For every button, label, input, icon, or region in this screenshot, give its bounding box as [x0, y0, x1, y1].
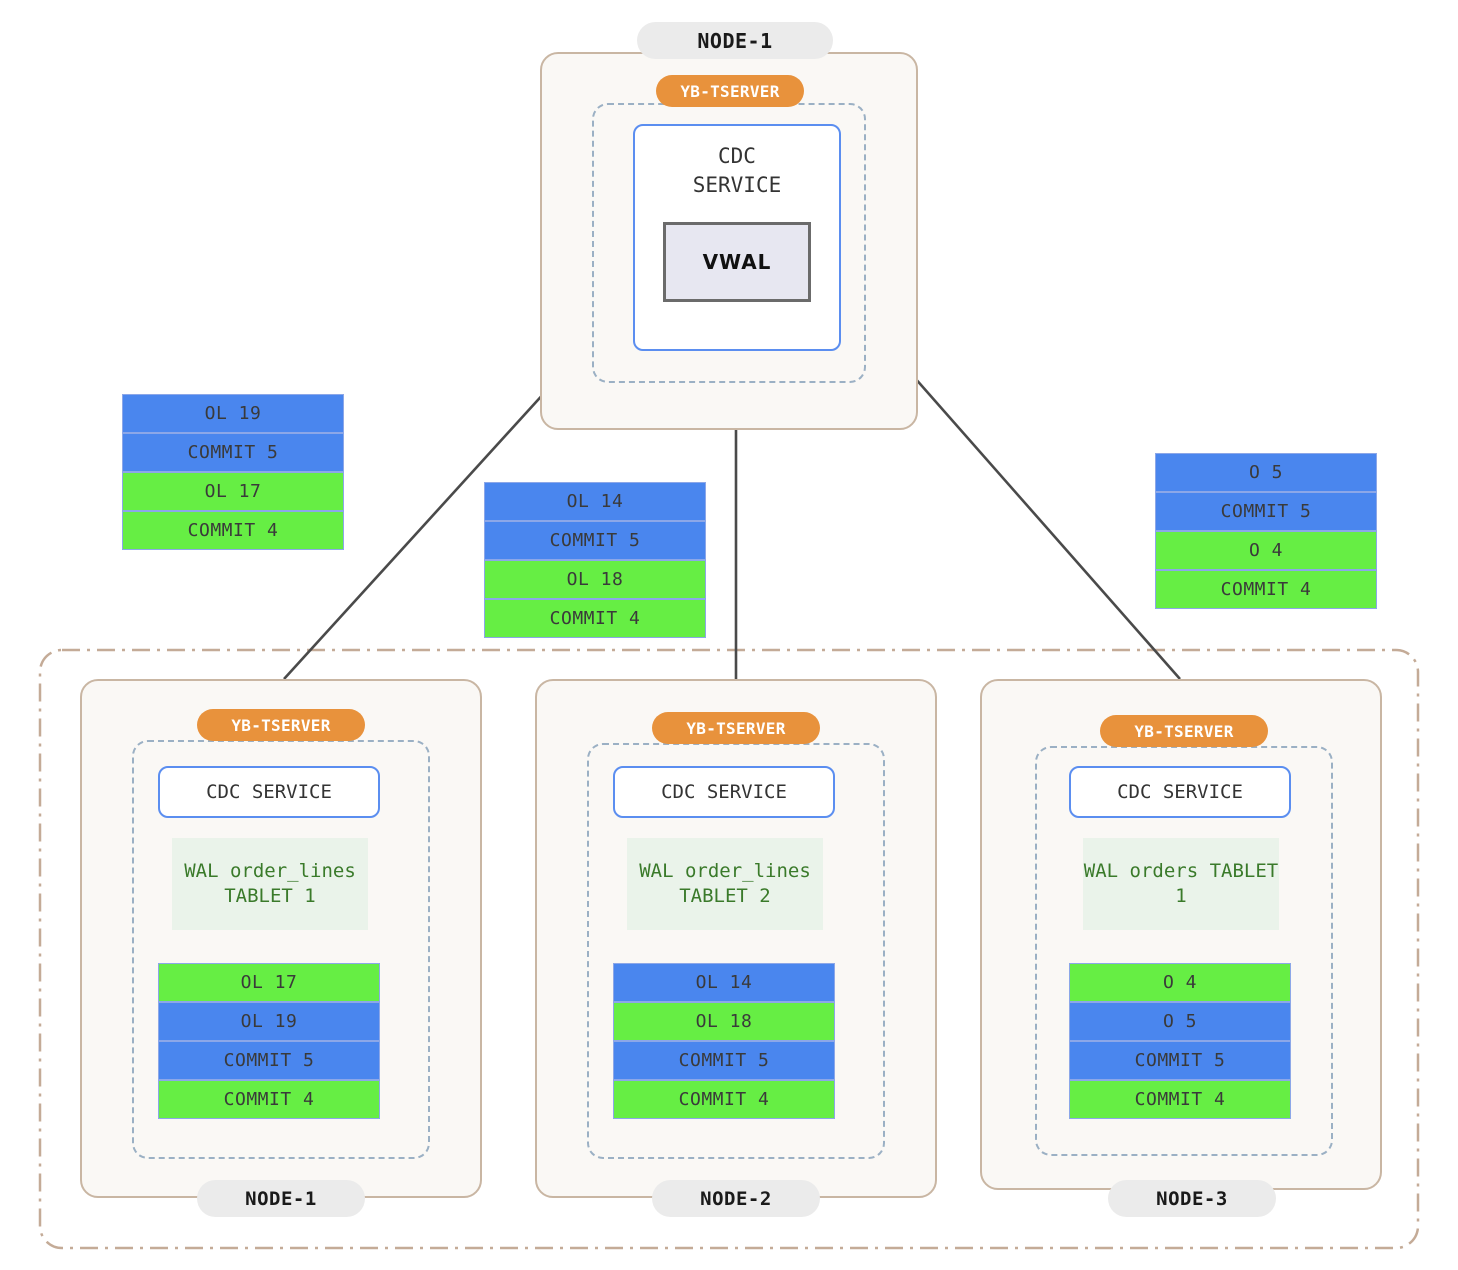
record-block: O 4: [1069, 963, 1291, 1002]
bottom-cdc-service-box-3: CDC SERVICE: [1069, 766, 1291, 818]
cluster-dashdot-outline: [38, 648, 1420, 1250]
record-block: O 4: [1155, 531, 1377, 570]
record-block: COMMIT 5: [122, 433, 344, 472]
record-block: COMMIT 4: [1155, 570, 1377, 609]
record-block: COMMIT 4: [1069, 1080, 1291, 1119]
bottom-tserver-pill-2: YB-TSERVER: [652, 712, 820, 744]
bottom-tserver-dashed-box-1: [132, 740, 430, 1159]
record-block: OL 17: [158, 963, 380, 1002]
record-block: OL 18: [484, 560, 706, 599]
bottom-cdc-service-label-3: CDC SERVICE: [1117, 781, 1243, 803]
record-block: O 5: [1155, 453, 1377, 492]
bottom-wal-box-2: WAL order_lines TABLET 2: [627, 838, 823, 930]
top-tserver-pill: YB-TSERVER: [656, 75, 804, 107]
top-cdc-service-label: CDC SERVICE: [692, 144, 782, 197]
record-block: OL 19: [158, 1002, 380, 1041]
record-block: OL 14: [613, 963, 835, 1002]
record-block: COMMIT 5: [613, 1041, 835, 1080]
record-block: COMMIT 4: [122, 511, 344, 550]
record-block: COMMIT 4: [158, 1080, 380, 1119]
bottom-tserver-dashed-box-2: [587, 743, 885, 1159]
bottom-node-label-pill-1: NODE-1: [197, 1180, 365, 1217]
top-node-label-pill: NODE-1: [637, 22, 833, 59]
bottom-tserver-dashed-box-3: [1035, 746, 1333, 1156]
record-block: COMMIT 5: [1155, 492, 1377, 531]
record-block: OL 19: [122, 394, 344, 433]
vwal-box: VWAL: [663, 222, 811, 302]
record-block: COMMIT 5: [484, 521, 706, 560]
record-block: COMMIT 5: [158, 1041, 380, 1080]
bottom-tserver-pill-3: YB-TSERVER: [1100, 715, 1268, 747]
record-block: OL 18: [613, 1002, 835, 1041]
bottom-wal-box-1: WAL order_lines TABLET 1: [172, 838, 368, 930]
bottom-cdc-service-label-2: CDC SERVICE: [661, 781, 787, 803]
record-block: COMMIT 4: [613, 1080, 835, 1119]
bottom-cdc-service-label-1: CDC SERVICE: [206, 781, 332, 803]
bottom-cdc-service-box-2: CDC SERVICE: [613, 766, 835, 818]
record-block: COMMIT 4: [484, 599, 706, 638]
bottom-node-label-pill-3: NODE-3: [1108, 1180, 1276, 1217]
record-block: COMMIT 5: [1069, 1041, 1291, 1080]
bottom-cdc-service-box-1: CDC SERVICE: [158, 766, 380, 818]
record-block: O 5: [1069, 1002, 1291, 1041]
record-block: OL 17: [122, 472, 344, 511]
record-block: OL 14: [484, 482, 706, 521]
bottom-tserver-pill-1: YB-TSERVER: [197, 709, 365, 741]
bottom-wal-box-3: WAL orders TABLET 1: [1083, 838, 1279, 930]
bottom-node-label-pill-2: NODE-2: [652, 1180, 820, 1217]
